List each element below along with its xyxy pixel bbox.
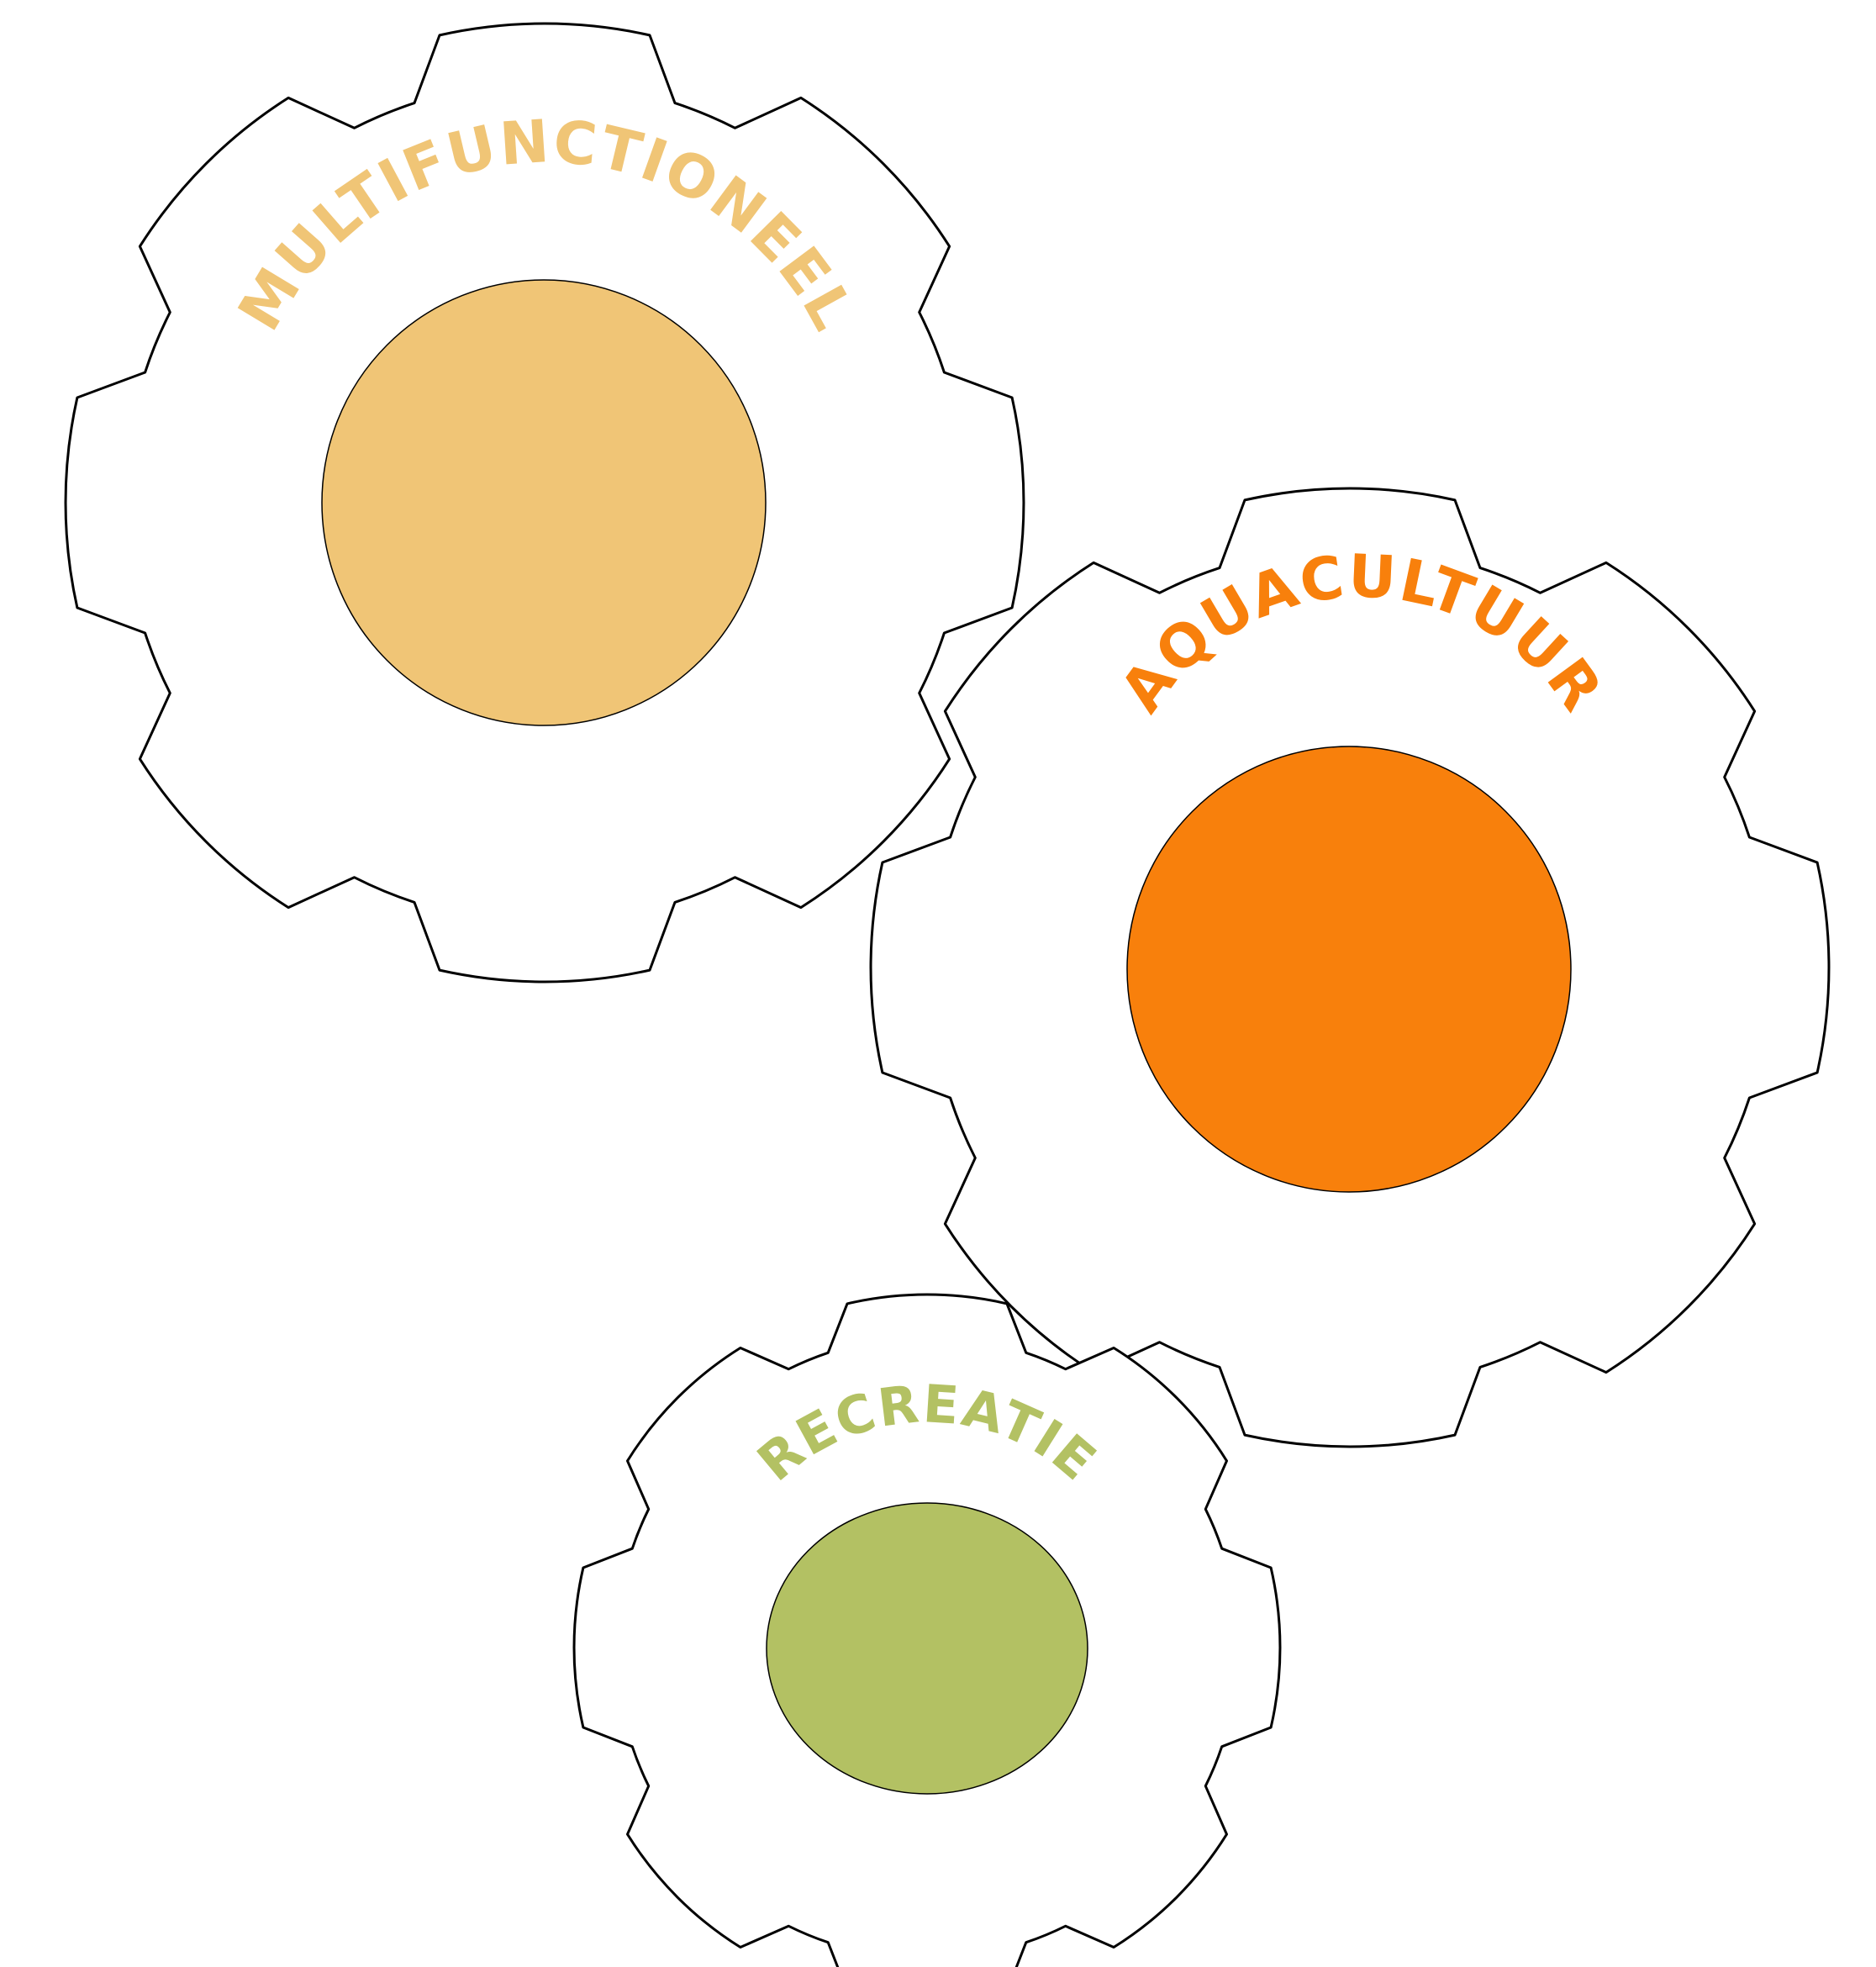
gear-recreatie-hub bbox=[766, 1502, 1088, 1795]
gear-multifunctioneel: MULTIFUNCTIONEEL bbox=[64, 22, 1025, 984]
gear-recreatie: RECREATIE bbox=[572, 1293, 1282, 1967]
gear-aquacultuur: AQUACULTUUR bbox=[869, 487, 1831, 1448]
gear-aquacultuur-hub bbox=[1126, 746, 1572, 1193]
gear-multifunctioneel-hub bbox=[321, 279, 767, 726]
